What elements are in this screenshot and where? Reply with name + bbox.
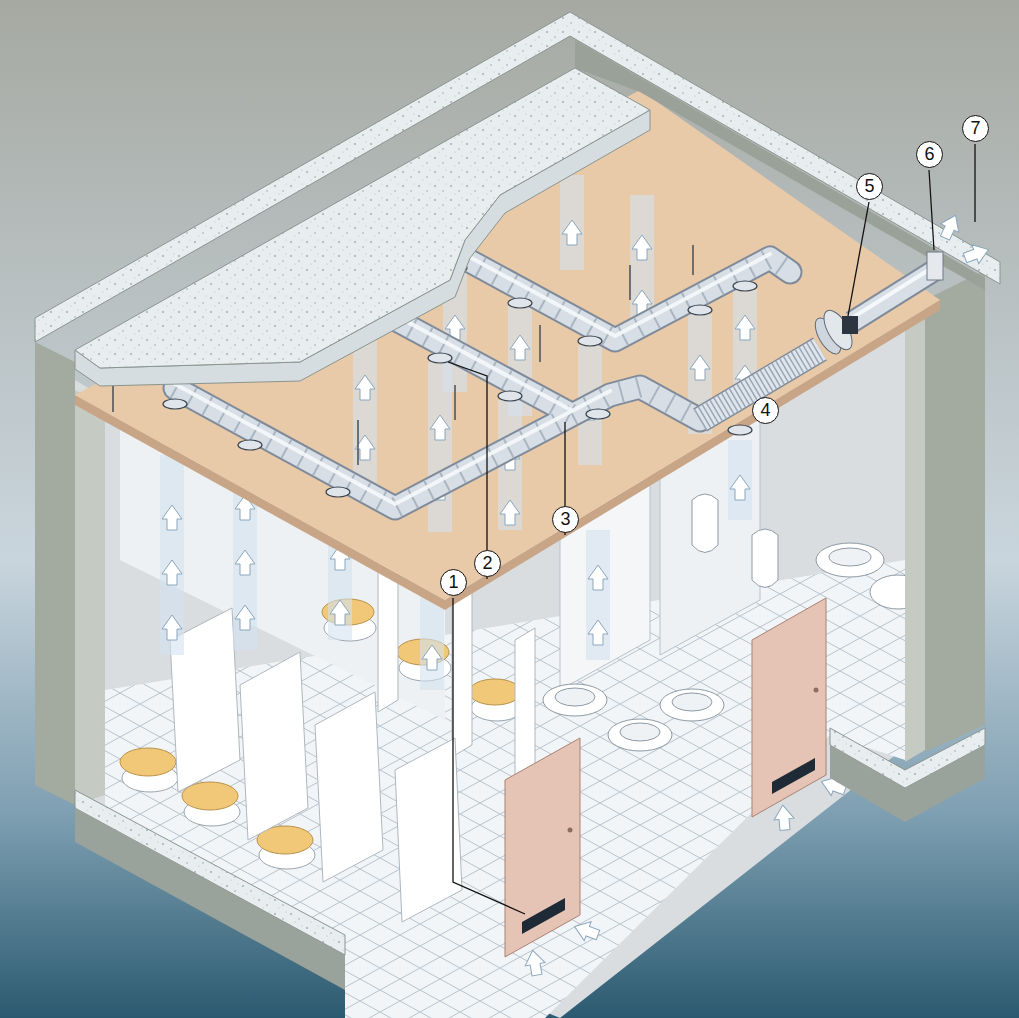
outlet-grille bbox=[927, 211, 992, 280]
fan bbox=[810, 306, 858, 358]
callout-number: 3 bbox=[552, 506, 579, 533]
door bbox=[505, 738, 580, 957]
inflow-arrows bbox=[523, 772, 849, 977]
tiled-floor bbox=[105, 560, 905, 1018]
interior-wall bbox=[75, 300, 940, 1018]
callout-number: 1 bbox=[440, 569, 467, 596]
callout-number: 7 bbox=[962, 115, 989, 142]
callout-number: 4 bbox=[752, 397, 779, 424]
concrete-slab bbox=[35, 12, 1000, 386]
callout-number: 2 bbox=[474, 550, 501, 577]
door bbox=[752, 598, 826, 817]
callout-number: 6 bbox=[916, 141, 943, 168]
leader-lines bbox=[448, 144, 975, 914]
callout-number: 5 bbox=[856, 173, 883, 200]
